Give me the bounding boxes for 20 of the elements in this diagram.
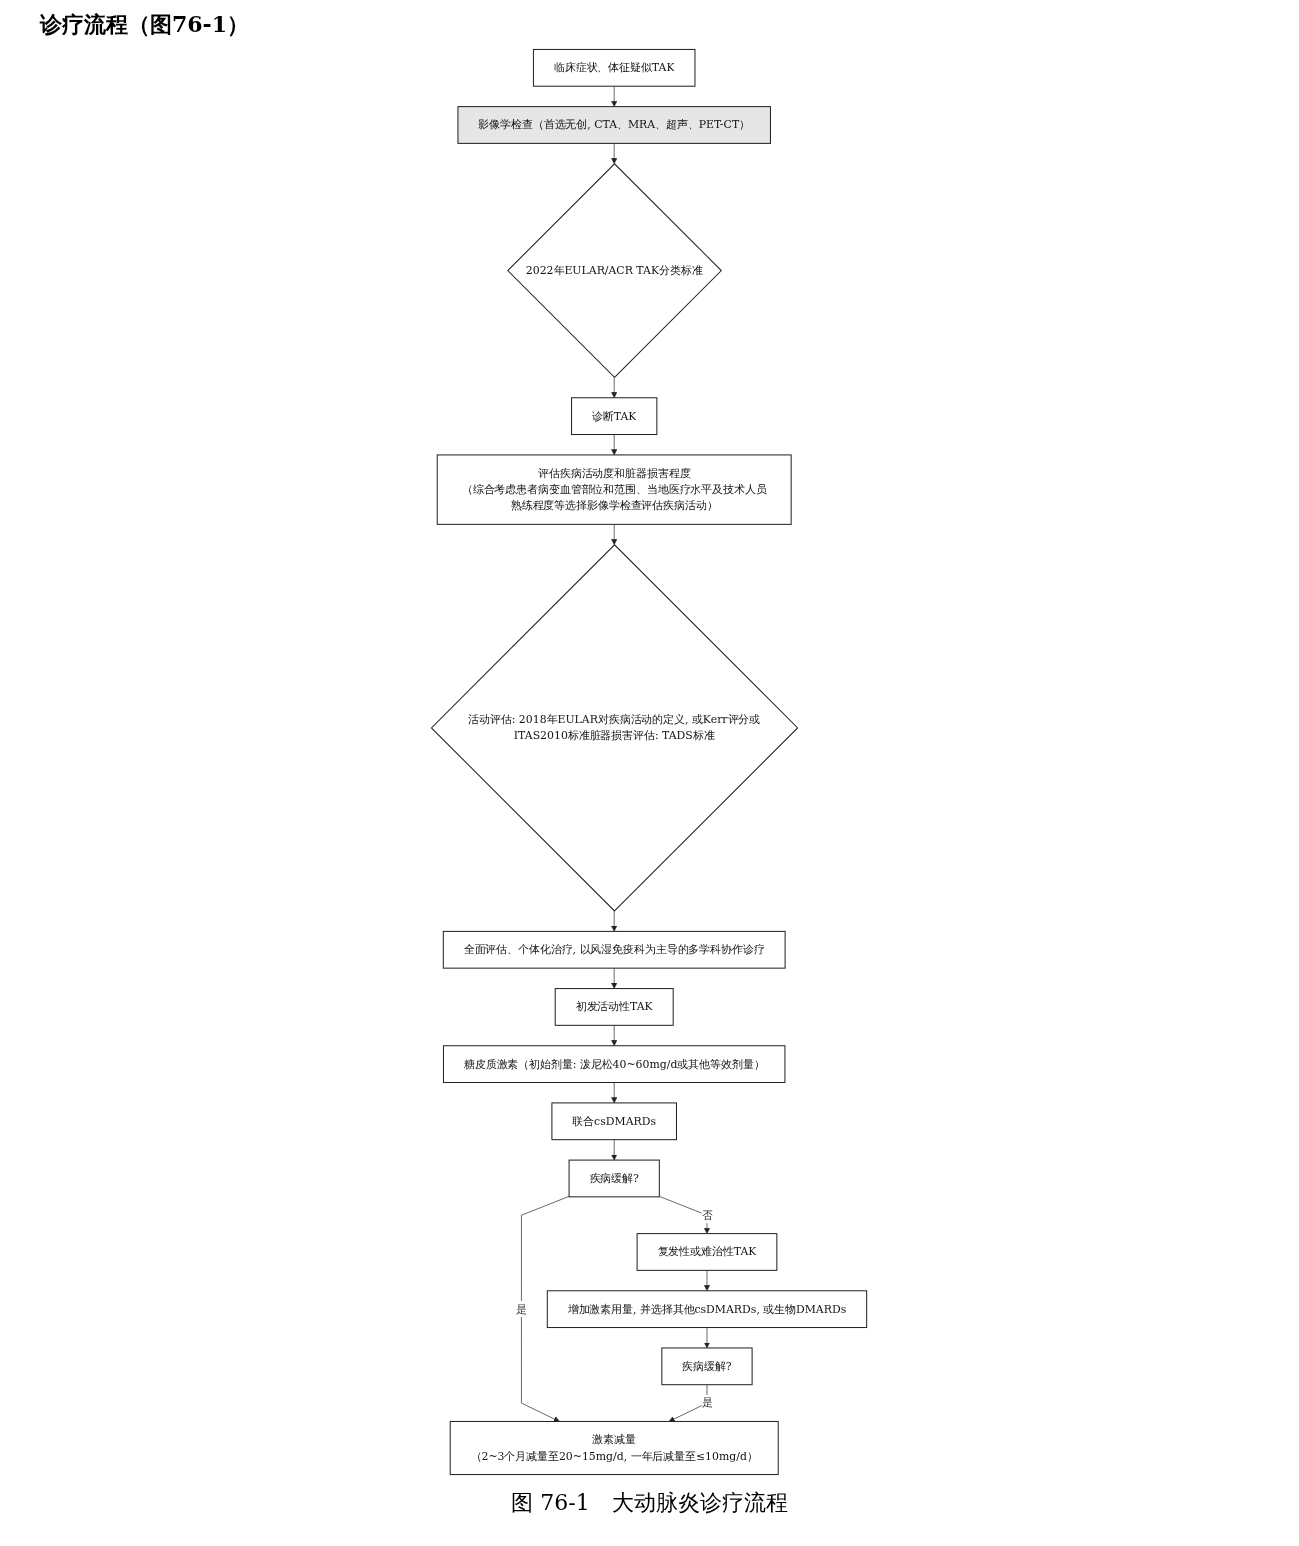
caption: 图 76-1 大动脉炎诊疗流程 xyxy=(510,1489,789,1517)
node-box: 全面评估、个体化治疗, 以风湿免疫科为主导的多学科协作诊疗 xyxy=(443,930,787,969)
node-box: 增加激素用量, 并选择其他csDMARDs, 或生物DMARDs xyxy=(547,1290,868,1329)
node-diamond: 活动评估: 2018年EULAR对疾病活动的定义, 或Kerr评分或ITAS2010标准脏器损害评估: TADS标准 xyxy=(431,544,799,912)
node-diamond: 2022年EULAR/ACR TAK分类标准 xyxy=(507,163,723,379)
node-box: 激素减量 （2~3个月减量至20~15mg/d, 一年后减量至≤10mg/d） xyxy=(450,1420,780,1476)
node-box: 联合csDMARDs xyxy=(551,1102,678,1141)
edge-label: 否 xyxy=(701,1208,713,1222)
node-box: 影像学检查（首选无创, CTA、MRA、超声、PET-CT） xyxy=(457,106,772,144)
node-box: 糖皮质激素（初始剂量: 泼尼松40~60mg/d或其他等效剂量） xyxy=(443,1045,786,1083)
node-box: 临床症状、体征疑似TAK xyxy=(533,48,696,87)
node-box: 疾病缓解? xyxy=(569,1159,661,1198)
title: 诊疗流程（图76-1） xyxy=(38,10,251,39)
edge-label: 是 xyxy=(516,1302,528,1316)
node-box: 诊断TAK xyxy=(571,397,658,436)
edge-label: 是 xyxy=(701,1396,713,1410)
node-box: 复发性或难治性TAK xyxy=(637,1233,778,1271)
node-box: 初发活动性TAK xyxy=(555,988,675,1026)
node-box: 评估疾病活动度和脏器损害程度 （综合考虑患者病变血管部位和范围、当地医疗水平及技术人员熟练程度等选择影像学检查评估疾病活动） xyxy=(437,454,793,525)
node-box: 疾病缓解? xyxy=(661,1347,754,1386)
